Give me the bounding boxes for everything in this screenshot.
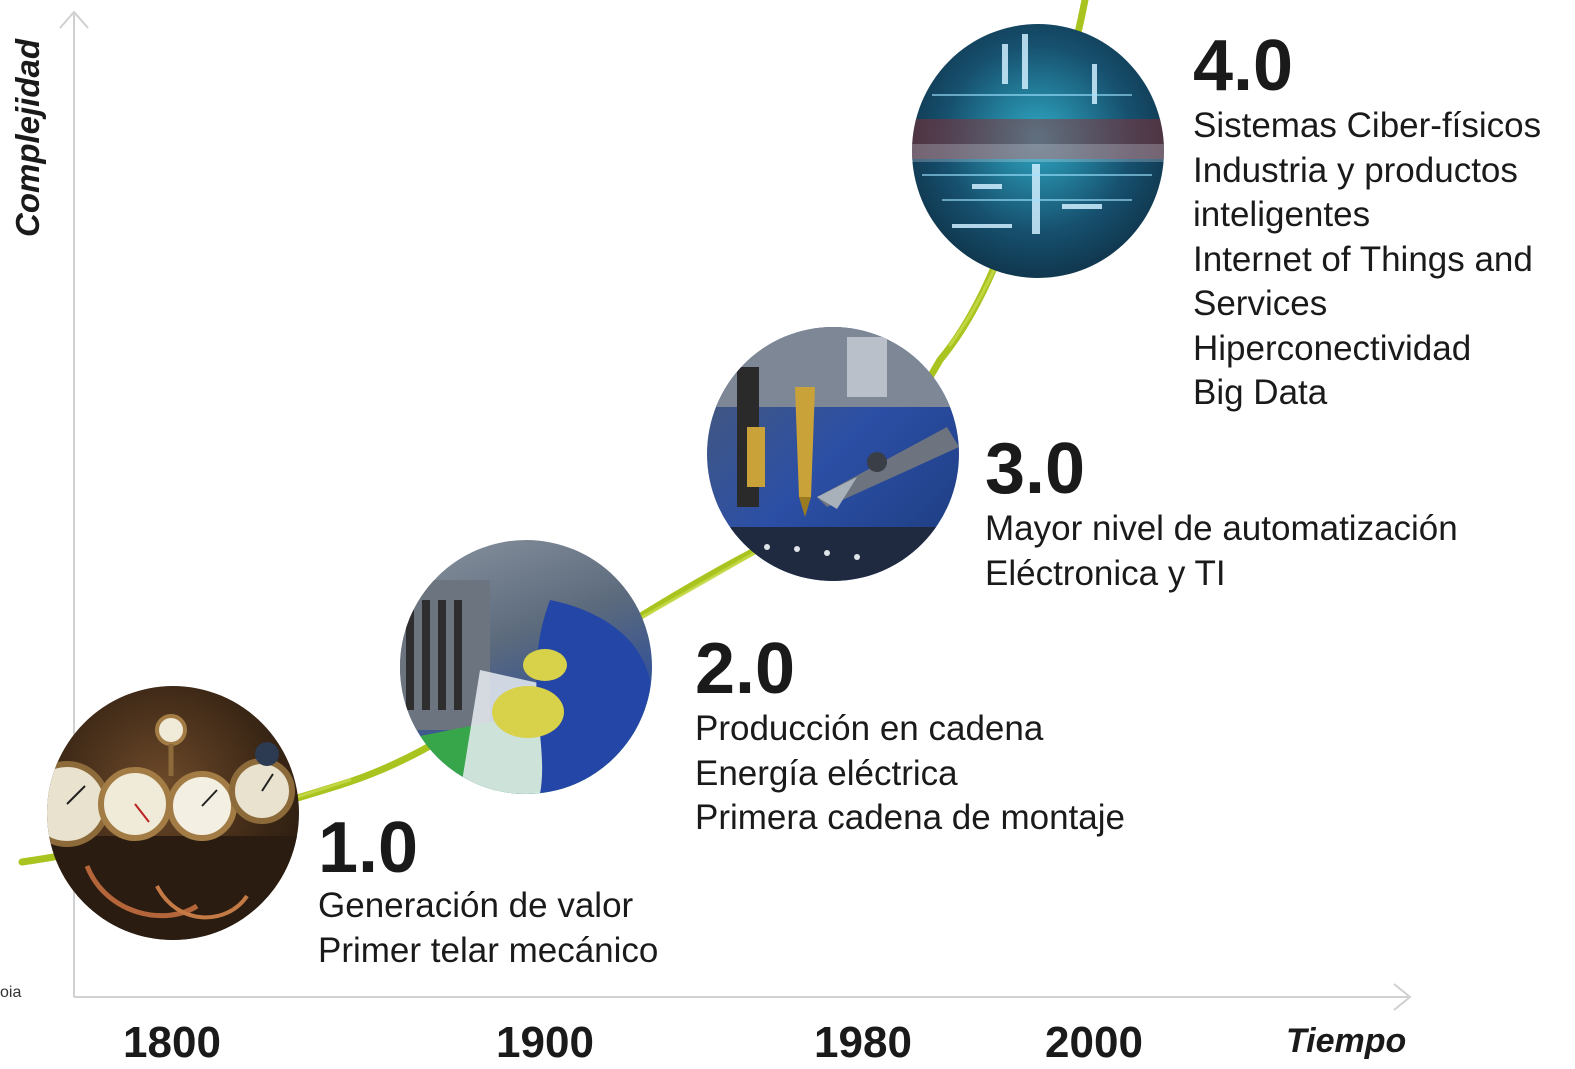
stage-4-line-3: inteligentes (1193, 195, 1371, 234)
y-axis-title: Complejidad (9, 38, 46, 238)
year-label-1980: 1980 (814, 1018, 912, 1067)
stage-4-line-7: Big Data (1193, 373, 1328, 412)
gauge-right (167, 771, 237, 841)
stage-2-line-2: Energía eléctrica (695, 753, 958, 793)
x-axis-arrowhead (1393, 983, 1412, 1011)
gauges-illustration (47, 714, 299, 940)
stage-3-description: Mayor nivel de automatización Eléctronic… (985, 507, 1458, 596)
year-label-2000: 2000 (1045, 1018, 1143, 1067)
stage-4-line-1: Sistemas Ciber-físicos (1193, 106, 1542, 145)
stage-2-description: Producción en cadena Energía eléctrica P… (695, 707, 1125, 841)
stage-1-line-1: Generación de valor (318, 886, 634, 925)
stage-1-title: 1.0 (318, 808, 419, 888)
stage-1-description: Generación de valor Primer telar mecánic… (318, 884, 658, 973)
x-axis-title: Tiempo (1286, 1022, 1407, 1060)
year-label-1800: 1800 (123, 1018, 221, 1067)
year-label-1900: 1900 (496, 1018, 594, 1067)
stage-4-line-5: Services (1193, 284, 1328, 323)
stage-4-line-6: Hiperconectividad (1193, 328, 1472, 368)
stage-3-title: 3.0 (985, 429, 1086, 509)
worker-illustration (400, 580, 652, 794)
stage-3-line-2: Eléctronica y TI (985, 553, 1226, 593)
stage-3-photo (707, 327, 959, 581)
binary-data-illustration (912, 34, 1164, 234)
stage-4-line-2: Industria y productos (1193, 150, 1518, 190)
edge-note: oia (0, 984, 22, 1001)
stage-4-photo (912, 24, 1164, 278)
stage-3-line-1: Mayor nivel de automatización (985, 509, 1458, 548)
stage-2-line-1: Producción en cadena (695, 709, 1044, 748)
stage-2-line-3: Primera cadena de montaje (695, 798, 1125, 837)
tooling-illustration (707, 327, 959, 581)
y-axis-arrowhead (59, 10, 89, 29)
stage-1-photo (47, 686, 299, 940)
gauge-top (155, 714, 187, 776)
stage-2-photo (400, 540, 652, 794)
stage-1-line-2: Primer telar mecánico (318, 930, 659, 970)
stage-4-line-4: Internet of Things and (1193, 239, 1533, 279)
gauge-far-right (229, 742, 295, 824)
stage-2-title: 2.0 (695, 629, 796, 709)
gauge-center (98, 767, 172, 841)
stage-4-title: 4.0 (1193, 26, 1294, 106)
stage-4-description: Sistemas Ciber-físicos Industria y produ… (1193, 104, 1541, 416)
